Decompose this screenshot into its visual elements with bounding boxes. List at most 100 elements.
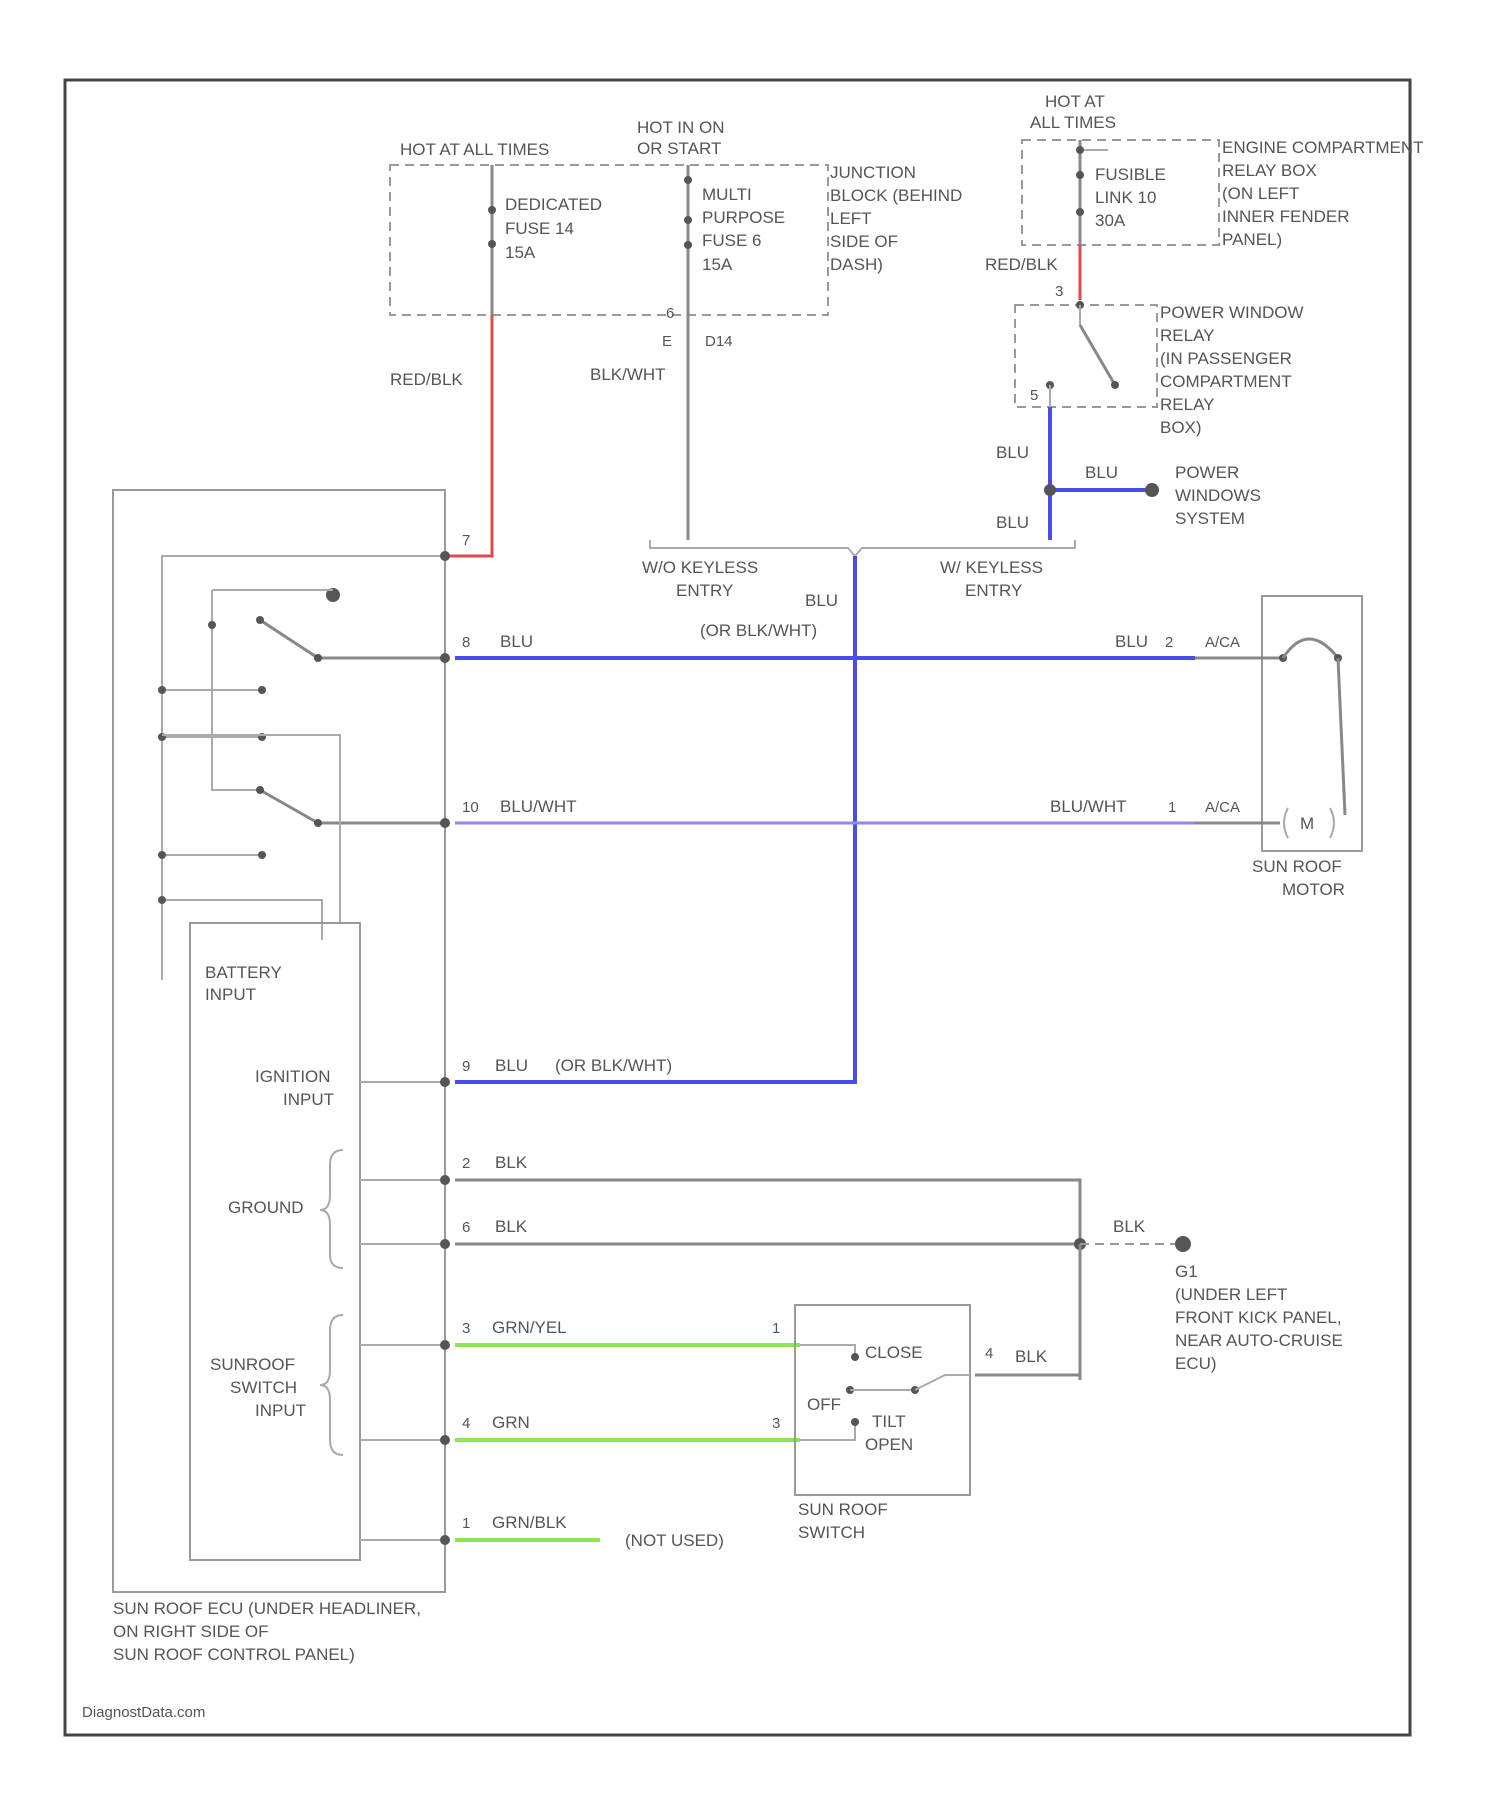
ground-id: G1 xyxy=(1175,1262,1198,1281)
engine-location-line2: RELAY BOX xyxy=(1222,161,1317,180)
battery-input-line2: INPUT xyxy=(205,985,256,1004)
switch-pin-4: 4 xyxy=(985,1345,993,1362)
switch-caption-line1: SUN ROOF xyxy=(798,1500,888,1519)
sunroof-switch-input-line3: INPUT xyxy=(255,1401,306,1420)
junction-block-line5: DASH) xyxy=(830,255,883,274)
junction-block-line2: BLOCK (BEHIND xyxy=(830,186,962,205)
ground-location-line2: FRONT KICK PANEL, xyxy=(1175,1308,1342,1327)
motor-pin-1: 1 xyxy=(1168,799,1176,816)
ecu-pin-1: 1 xyxy=(462,1515,470,1532)
ecu-pin-10: 10 xyxy=(462,799,479,816)
motor-top-wire: BLU xyxy=(1115,632,1148,651)
sunroof-motor-outline xyxy=(1262,596,1362,851)
motor-breaker xyxy=(1283,639,1338,658)
power-windows-line2: WINDOWS xyxy=(1175,486,1261,505)
ecu-pin-9-alt: (OR BLK/WHT) xyxy=(555,1056,672,1075)
ground-point xyxy=(1175,1236,1191,1252)
motor-caption-line2: MOTOR xyxy=(1282,880,1345,899)
relay-pin-5: 5 xyxy=(1030,387,1038,404)
ecu-pin-10-wire: BLU/WHT xyxy=(500,797,577,816)
switch-tilt-line2: OPEN xyxy=(865,1435,913,1454)
ecu-relay-contact-2 xyxy=(260,790,318,823)
fusible-link-line2: LINK 10 xyxy=(1095,188,1156,207)
ecu-caption-line2: ON RIGHT SIDE OF xyxy=(113,1622,269,1641)
ecu-pin-6-wire: BLK xyxy=(495,1217,528,1236)
with-keyless-line2: ENTRY xyxy=(965,581,1022,600)
junction-block-line3: LEFT xyxy=(830,209,872,228)
sunroof-switch-input-line2: SWITCH xyxy=(230,1378,297,1397)
ground-input-label: GROUND xyxy=(228,1198,304,1217)
ignition-input-line1: IGNITION xyxy=(255,1067,331,1086)
switch-close-label: CLOSE xyxy=(865,1343,923,1362)
multi-fuse-line4: 15A xyxy=(702,255,733,274)
trunk-wire-label-1: BLU xyxy=(805,591,838,610)
switch-ground-wire xyxy=(975,1375,1080,1380)
ecu-pin-8-wire: BLU xyxy=(500,632,533,651)
without-keyless-line2: ENTRY xyxy=(676,581,733,600)
not-used-label: (NOT USED) xyxy=(625,1531,724,1550)
relay-label-line5: RELAY xyxy=(1160,395,1215,414)
switch-caption-line2: SWITCH xyxy=(798,1523,865,1542)
ground-wire-2 xyxy=(455,1180,1080,1244)
ground-location-line1: (UNDER LEFT xyxy=(1175,1285,1287,1304)
junction-connector: D14 xyxy=(705,333,733,350)
engine-hot-line2: ALL TIMES xyxy=(1030,113,1116,132)
fusible-link-line1: FUSIBLE xyxy=(1095,165,1166,184)
ecu-pin-8: 8 xyxy=(462,634,470,651)
junction-block-line4: SIDE OF xyxy=(830,232,898,251)
without-keyless-line1: W/O KEYLESS xyxy=(642,558,758,577)
hot-at-all-times-label: HOT AT ALL TIMES xyxy=(400,140,549,159)
engine-location-line1: ENGINE COMPARTMENT xyxy=(1222,138,1424,157)
motor-caption-line1: SUN ROOF xyxy=(1252,857,1342,876)
ecu-pin-9-wire: BLU xyxy=(495,1056,528,1075)
fusible-link-line3: 30A xyxy=(1095,211,1126,230)
power-windows-wire-label: BLU xyxy=(1085,463,1118,482)
ground-location-line3: NEAR AUTO-CRUISE xyxy=(1175,1331,1343,1350)
ecu-pin-2: 2 xyxy=(462,1155,470,1172)
ecu-pin-3: 3 xyxy=(462,1320,470,1337)
motor-bottom-conn: A/CA xyxy=(1205,799,1240,816)
sunroof-switch-input-line1: SUNROOF xyxy=(210,1355,295,1374)
engine-wire-label: RED/BLK xyxy=(985,255,1058,274)
keyless-brace xyxy=(650,540,1075,556)
relay-label-line4: COMPARTMENT xyxy=(1160,372,1292,391)
power-windows-line3: SYSTEM xyxy=(1175,509,1245,528)
dedicated-fuse-line1: DEDICATED xyxy=(505,195,602,214)
ecu-pin-4-wire: GRN xyxy=(492,1413,530,1432)
relay-blue-up-label: BLU xyxy=(996,443,1029,462)
red-blk-wire-label: RED/BLK xyxy=(390,370,463,389)
relay-label-line2: RELAY xyxy=(1160,326,1215,345)
ecu-pin-7: 7 xyxy=(462,532,470,549)
relay-label-line6: BOX) xyxy=(1160,418,1202,437)
junction-block-line1: JUNCTION xyxy=(830,163,916,182)
switch-lever xyxy=(915,1375,970,1390)
relay-pin-3: 3 xyxy=(1055,283,1063,300)
ecu-inner-panel xyxy=(190,923,360,1560)
ground-location-line4: ECU) xyxy=(1175,1354,1217,1373)
engine-location-line5: PANEL) xyxy=(1222,230,1282,249)
ecu-caption-line3: SUN ROOF CONTROL PANEL) xyxy=(113,1645,355,1664)
switch-ground-wire-label: BLK xyxy=(1015,1347,1048,1366)
ecu-pin-1-wire: GRN/BLK xyxy=(492,1513,567,1532)
with-keyless-line1: W/ KEYLESS xyxy=(940,558,1043,577)
ecu-relay-contact-1 xyxy=(260,620,318,658)
or-start-label: OR START xyxy=(637,139,721,158)
junction-pin-6: 6 xyxy=(666,305,674,322)
trunk-wire-label-2: (OR BLK/WHT) xyxy=(700,621,817,640)
multi-fuse-line2: PURPOSE xyxy=(702,208,785,227)
relay-blue-down-label: BLU xyxy=(996,513,1029,532)
hot-in-on-label: HOT IN ON xyxy=(637,118,725,137)
ecu-caption-line1: SUN ROOF ECU (UNDER HEADLINER, xyxy=(113,1599,421,1618)
red-blk-wire xyxy=(445,315,492,556)
switch-off-label: OFF xyxy=(807,1395,841,1414)
motor-top-conn: A/CA xyxy=(1205,634,1240,651)
motor-symbol: M xyxy=(1300,814,1314,833)
relay-contact xyxy=(1080,325,1115,385)
relay-label-line1: POWER WINDOW xyxy=(1160,303,1304,322)
motor-pin-2: 2 xyxy=(1165,634,1173,651)
dedicated-fuse-line3: 15A xyxy=(505,243,536,262)
ecu-pin-6: 6 xyxy=(462,1219,470,1236)
ecu-pin-9: 9 xyxy=(462,1058,470,1075)
engine-location-line4: INNER FENDER xyxy=(1222,207,1350,226)
